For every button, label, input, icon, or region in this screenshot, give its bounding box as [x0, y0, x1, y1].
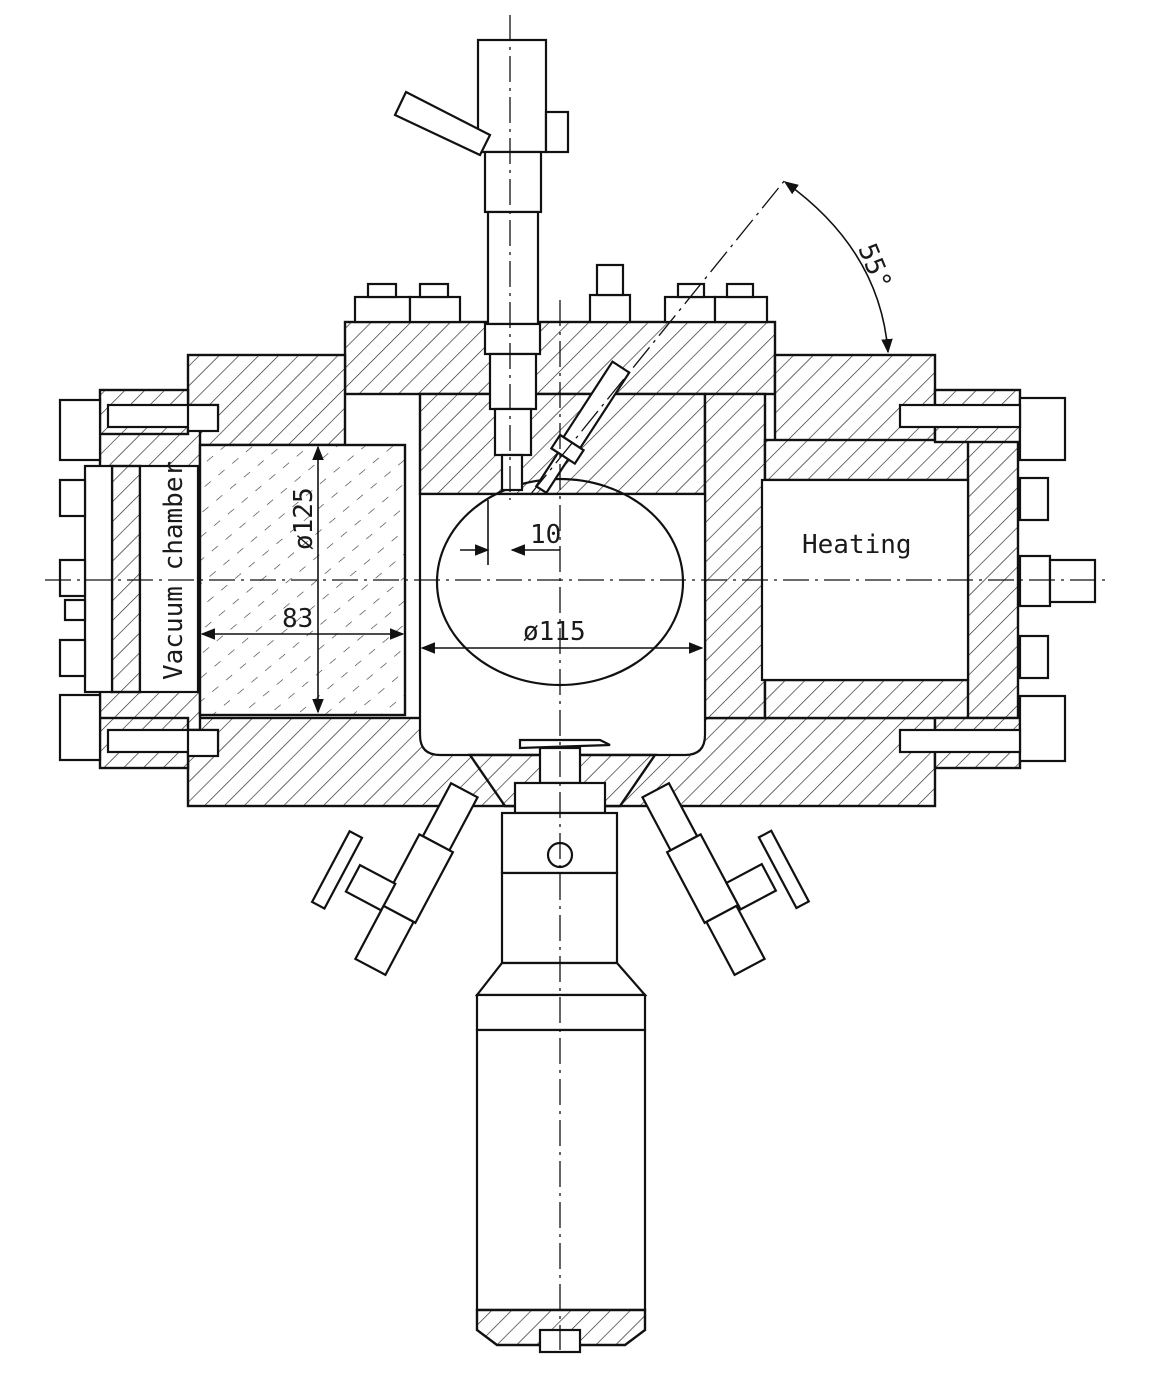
bottom-transducer	[474, 738, 648, 1354]
vacuum-chamber-label: Vacuum chamber	[159, 461, 189, 680]
dim-window-depth-label: 83	[282, 604, 313, 634]
right-bolts	[898, 396, 1097, 763]
right-valve	[640, 781, 811, 977]
left-bolts	[58, 398, 220, 762]
top-bolts	[353, 263, 769, 324]
dim-chamber-diameter-label: ø115	[523, 617, 586, 647]
dim-window-diameter-label: ø125	[289, 487, 319, 550]
angle-arc	[783, 181, 893, 354]
angle-label: 55°	[852, 239, 897, 294]
heating-label: Heating	[802, 530, 912, 560]
left-valve	[310, 781, 480, 977]
dim-offset-label: 10	[530, 520, 561, 550]
vacuum-chamber-slot	[138, 464, 200, 694]
top-injector	[393, 38, 570, 492]
left-cover-plate	[83, 464, 114, 694]
central-chamber	[418, 492, 707, 757]
probe-axis	[529, 179, 786, 496]
